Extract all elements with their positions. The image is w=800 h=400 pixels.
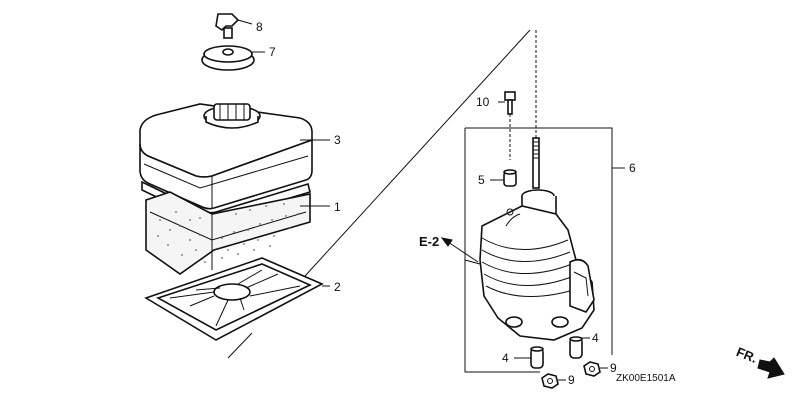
part-5-collar [490,169,517,187]
part-6-elbow-assembly [464,30,595,341]
callout-1: 1 [334,200,341,214]
callout-8: 8 [256,20,263,34]
diagonal-separator-line [304,29,531,277]
part-8-clip [215,13,253,39]
callout-9-right: 9 [610,361,617,375]
front-direction-arrow [757,357,785,379]
part-2-filter-grid [144,257,330,341]
callout-6: 6 [629,161,636,175]
e2-reference-label: E-2 [419,234,439,249]
foam-texture [157,203,299,263]
callout-7: 7 [269,45,276,59]
callout-4-left: 4 [502,351,509,365]
callout-9-left: 9 [568,373,575,387]
part-4-dowel-pins [514,336,590,369]
callout-5: 5 [478,173,485,187]
part-1-foam-element [145,191,330,275]
callout-4-right: 4 [592,331,599,345]
part-9-nuts [541,361,608,389]
part-7-nut [201,45,265,71]
callout-3: 3 [334,133,341,147]
part-10-bolt [498,91,516,160]
lower-diagonal-line [227,332,253,359]
diagram-code: ZK00E1501A [616,373,676,384]
part-6-group-frame [464,127,625,373]
e2-reference-arrow [440,237,479,263]
part-3-air-cleaner-cover [139,103,330,222]
callout-10: 10 [476,95,490,109]
front-direction-label: FR. [734,344,759,366]
callout-2: 2 [334,280,341,294]
